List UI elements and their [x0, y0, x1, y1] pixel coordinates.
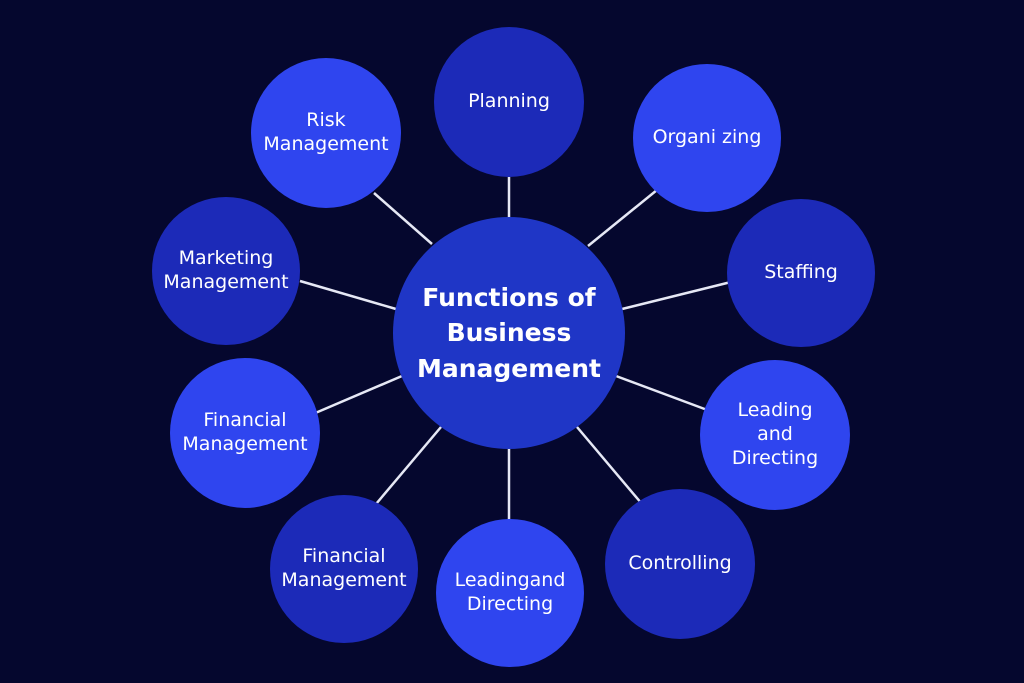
- node-staffing-label: Staffing: [764, 261, 838, 284]
- node-marketing-management: Marketing Management: [152, 197, 300, 345]
- connector-marketing-management: [299, 279, 397, 311]
- node-risk-management: Risk Management: [251, 58, 401, 208]
- node-financial-management-left: Financial Management: [170, 358, 320, 508]
- connector-staffing: [621, 280, 732, 311]
- center-node-title: Functions of Business Management: [416, 282, 602, 383]
- node-financial-management-bottom: Financial Management: [270, 495, 418, 643]
- node-leading-directing-right-label: Leading and Directing: [731, 399, 819, 469]
- node-staffing: Staffing: [727, 199, 875, 347]
- node-controlling-label: Controlling: [628, 552, 732, 575]
- connector-financial-management-left: [312, 374, 403, 416]
- node-leading-directing-bottom: Leadingand Directing: [436, 519, 584, 667]
- node-controlling: Controlling: [605, 489, 755, 639]
- connector-controlling: [576, 426, 643, 505]
- node-risk-management-label: Risk Management: [263, 109, 389, 155]
- node-planning: Planning: [434, 27, 584, 177]
- node-financial-management-left-label: Financial Management: [182, 409, 308, 455]
- node-marketing-management-label: Marketing Management: [163, 247, 289, 293]
- node-planning-label: Planning: [468, 90, 550, 113]
- connector-leading-directing-right: [615, 374, 711, 413]
- node-organizing: Organi zing: [633, 64, 781, 212]
- connector-risk-management: [373, 192, 433, 245]
- connector-organizing: [587, 189, 658, 247]
- node-leading-directing-bottom-label: Leadingand Directing: [454, 569, 566, 615]
- node-financial-management-bottom-label: Financial Management: [281, 545, 407, 591]
- center-node: Functions of Business Management: [393, 217, 625, 449]
- node-organizing-label: Organi zing: [652, 126, 762, 149]
- node-leading-directing-right: Leading and Directing: [700, 360, 850, 510]
- connector-financial-management-bottom: [375, 426, 442, 505]
